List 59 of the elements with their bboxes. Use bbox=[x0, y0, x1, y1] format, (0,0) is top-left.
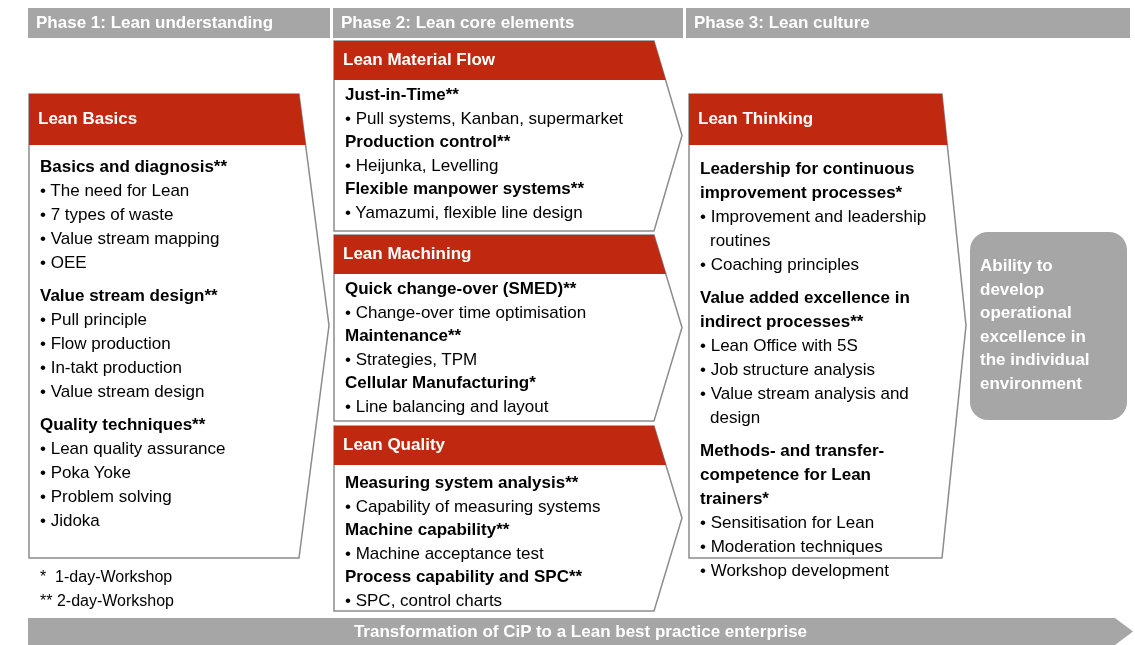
module-card bbox=[28, 93, 330, 559]
section-heading: Production control** bbox=[345, 131, 512, 153]
phase-header: Phase 2: Lean core elements bbox=[333, 8, 683, 38]
phase-header: Phase 3: Lean culture bbox=[686, 8, 1130, 38]
phase-header: Phase 1: Lean understanding bbox=[28, 8, 330, 38]
bullet-item: • Line balancing and layout bbox=[345, 395, 550, 418]
module-card bbox=[333, 40, 683, 232]
bullet-item: • SPC, control charts bbox=[345, 589, 504, 612]
bullet-item: • Strategies, TPM bbox=[345, 348, 479, 371]
section-heading: Quality techniques** bbox=[40, 414, 207, 436]
bullet-item: • OEE bbox=[40, 252, 88, 274]
bullet-item: • Jidoka bbox=[40, 510, 101, 532]
section-heading: Measuring system analysis** bbox=[345, 472, 580, 494]
section-heading: Leadership for continuous improvement processes* bbox=[700, 158, 916, 204]
card-heading: Lean Quality bbox=[343, 434, 446, 456]
card-heading: Lean Thinking bbox=[698, 108, 814, 130]
module-card bbox=[333, 234, 683, 422]
section-heading: Process capability and SPC** bbox=[345, 566, 584, 588]
bullet-item: • Job structure analysis bbox=[700, 359, 877, 381]
bullet-item: • Problem solving bbox=[40, 486, 173, 508]
section-heading: Just-in-Time** bbox=[345, 84, 460, 106]
section-heading: Maintenance** bbox=[345, 325, 463, 347]
bullet-item: • Lean Office with 5S bbox=[700, 335, 859, 357]
section-heading: Flexible manpower systems** bbox=[345, 178, 586, 200]
bullet-item: • Value stream design bbox=[40, 381, 206, 403]
footnote: * 1-day-Workshop bbox=[40, 568, 173, 586]
section-heading: Quick change-over (SMED)** bbox=[345, 278, 578, 300]
bullet-item: • Pull principle bbox=[40, 309, 149, 331]
bullet-item: • 7 types of waste bbox=[40, 204, 175, 226]
bullet-item: • In-takt production bbox=[40, 357, 184, 379]
bullet-item: • Poka Yoke bbox=[40, 462, 133, 484]
bullet-item: • Workshop development bbox=[700, 560, 890, 582]
section-heading: Methods- and transfer- competence for Lean trainers* bbox=[700, 440, 886, 510]
section-heading: Cellular Manufacturing* bbox=[345, 372, 537, 394]
bullet-item: • Sensitisation for Lean bbox=[700, 512, 876, 534]
result-box: Ability to develop operational excellence in the individual environment bbox=[970, 232, 1127, 420]
bullet-item: • Machine acceptance test bbox=[345, 542, 545, 565]
section-heading: Machine capability** bbox=[345, 519, 511, 541]
bullet-item: • Flow production bbox=[40, 333, 172, 355]
footnote: ** 2-day-Workshop bbox=[40, 592, 174, 610]
card-heading: Lean Machining bbox=[343, 243, 472, 265]
bullet-item: • Value stream analysis and design bbox=[700, 383, 910, 429]
bullet-item: • Yamazumi, flexible line design bbox=[345, 201, 584, 224]
section-heading: Basics and diagnosis** bbox=[40, 156, 229, 178]
bullet-item: • Pull systems, Kanban, supermarket bbox=[345, 107, 625, 130]
bullet-item: • Value stream mapping bbox=[40, 228, 221, 250]
bullet-item: • Moderation techniques bbox=[700, 536, 884, 558]
section-heading: Value stream design** bbox=[40, 285, 219, 307]
bullet-item: • Heijunka, Levelling bbox=[345, 154, 500, 177]
bullet-item: • Improvement and leadership routines bbox=[700, 206, 928, 252]
bullet-item: • Change-over time optimisation bbox=[345, 301, 588, 324]
card-heading: Lean Basics bbox=[38, 108, 138, 130]
card-heading: Lean Material Flow bbox=[343, 49, 496, 71]
module-card bbox=[333, 425, 683, 612]
bullet-item: • Capability of measuring systems bbox=[345, 495, 602, 518]
section-heading: Value added excellence in indirect processes** bbox=[700, 287, 911, 333]
bullet-item: • Lean quality assurance bbox=[40, 438, 227, 460]
bullet-item: • The need for Lean bbox=[40, 180, 191, 202]
bullet-item: • Coaching principles bbox=[700, 254, 861, 276]
